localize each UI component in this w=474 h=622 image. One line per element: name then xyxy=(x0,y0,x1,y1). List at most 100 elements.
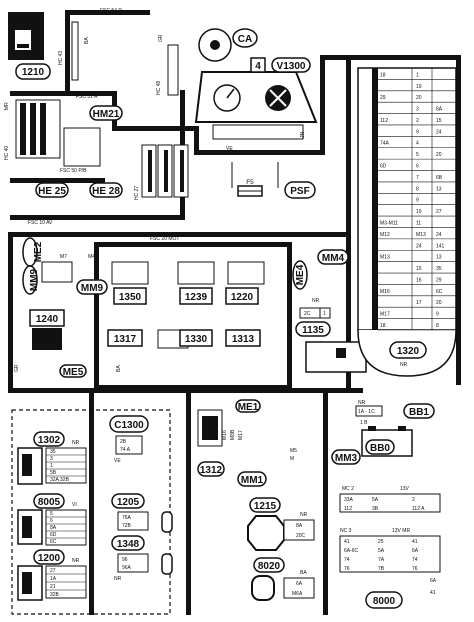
wire-mr-label: MR xyxy=(4,102,10,110)
p8005-pin: 6D xyxy=(50,532,57,538)
nc3-cell: 74 xyxy=(344,557,350,563)
fuse-row-right: 6C xyxy=(436,289,443,295)
fuse-row-right: 24 xyxy=(436,232,442,238)
wire-m4-label: M4 xyxy=(88,254,95,260)
label-1220: 1220 xyxy=(231,292,254,303)
pin-bb1-a: 1A - 1C xyxy=(358,409,375,415)
wire-nr-1348: NR xyxy=(114,576,122,582)
fuse-row-left: 6D xyxy=(380,164,387,170)
pin-1205-b: 72B xyxy=(122,523,132,529)
pin-1348-a: 96 xyxy=(122,557,128,563)
wire-nr-1135: NR xyxy=(312,298,320,304)
wire-m8b-label: M8B xyxy=(230,429,236,440)
wire-m7-label: M7 xyxy=(60,254,67,260)
fuse-row-right: 13 xyxy=(436,186,442,192)
label-he25: HE 25 xyxy=(38,186,66,197)
wire-vi-8005: VI xyxy=(72,502,77,508)
battery-group: NR 1A - 1C 1 B BB1 BB0 MM3 M5 M MM1 xyxy=(237,400,435,487)
harness-fsc50pb: FSC 50 P/B xyxy=(60,168,87,174)
wire-hc43-label: HC 43 xyxy=(58,51,64,65)
label-1348: 1348 xyxy=(117,539,140,550)
fuse-row-mid: 20 xyxy=(416,95,422,101)
nc3-cell: 6A-6C xyxy=(344,548,359,554)
mc2-cell: 3B xyxy=(372,506,379,512)
io-6a: 6A xyxy=(430,578,437,584)
nc3-cell: 25 xyxy=(378,539,384,545)
fuse-row-mid: 19 xyxy=(416,84,422,90)
p8005-pin: 6 xyxy=(50,518,53,524)
label-hm21: HM21 xyxy=(93,109,120,120)
label-me5: ME5 xyxy=(63,367,84,378)
fuse-row-left: M13 xyxy=(380,255,390,261)
c1135-group: 2C 1 NR 1135 xyxy=(295,298,367,373)
nc3-cell: 76 xyxy=(344,566,350,572)
mc2-13v: 13V xyxy=(400,486,410,492)
nc3-label: NC 3 xyxy=(340,528,352,534)
wire-hc40-label: HC 40 xyxy=(4,146,10,160)
mc2-cell: 112 A xyxy=(412,506,425,512)
c1300-group: C1300 2B 74 A VE 1205 76A 72B NR 1348 96… xyxy=(109,415,173,582)
fuse-row-mid: 24 xyxy=(416,243,422,249)
label-8000: 8000 xyxy=(373,596,396,607)
fuse-row-right: 8 xyxy=(436,323,439,329)
wire-nr-1200: NR xyxy=(72,558,80,564)
label-1240: 1240 xyxy=(36,314,59,325)
label-psf: PSF xyxy=(290,186,309,197)
p1302-pin: 35 xyxy=(50,449,56,455)
pin-c1300-a: 2B xyxy=(120,439,127,445)
p1302-pin: 1 xyxy=(50,463,53,469)
fuse-row-mid: 5 xyxy=(416,152,419,158)
label-8005: 8005 xyxy=(38,497,61,508)
nc3-cell: 41 xyxy=(412,539,418,545)
fuse-row-mid: 2 xyxy=(416,118,419,124)
fuse-row-right: 35 xyxy=(436,266,442,272)
fuse-row-mid: 9 xyxy=(416,129,419,135)
mc2-cell: 2 xyxy=(412,497,415,503)
wire-m: M xyxy=(290,456,294,462)
fuse-row-mid: 16 xyxy=(416,277,422,283)
fuse-row-mid: 9 xyxy=(416,198,419,204)
nc3-cell: 6A xyxy=(412,548,419,554)
connector-hc43 xyxy=(71,21,79,81)
wire-ba-8020: BA xyxy=(300,570,307,576)
label-1135: 1135 xyxy=(302,325,324,336)
p1302-pin: 5B xyxy=(50,470,57,476)
nc3-cell: 7A xyxy=(378,557,385,563)
label-bb0: BB0 xyxy=(370,443,390,454)
label-me4: ME4 xyxy=(295,264,306,285)
mc2-cell: 33A xyxy=(344,497,354,503)
fuse-row-right: 24 xyxy=(436,129,442,135)
label-mm3: MM3 xyxy=(335,453,358,464)
label-1320: 1320 xyxy=(397,346,420,357)
p8005-pin: 6C xyxy=(50,539,57,545)
harness-fsc54p: FSC 54 P xyxy=(100,8,122,14)
fuse-row-right: 9 xyxy=(436,312,439,318)
fuse-row-right: 8A xyxy=(436,107,443,113)
label-8020: 8020 xyxy=(258,561,281,572)
pin-8020-b: M6A xyxy=(292,591,303,597)
pin-1135-b: 1 xyxy=(323,311,326,317)
pin-8020-a: 6A xyxy=(296,581,303,587)
fuse-row-right: 27 xyxy=(436,209,442,215)
label-mm1: MM1 xyxy=(241,475,264,486)
wire-m16-label: M16 xyxy=(222,430,228,440)
p1200-pin: 1A xyxy=(50,576,57,582)
label-1239: 1239 xyxy=(185,292,208,303)
fuse-row-mid: 17 xyxy=(416,300,422,306)
fuse-row-mid: 3 xyxy=(416,107,419,113)
fuse-row-left: 29 xyxy=(380,95,386,101)
label-mm4: MM4 xyxy=(322,253,345,264)
label-1312: 1312 xyxy=(200,465,223,476)
label-1205: 1205 xyxy=(117,497,140,508)
p1302-pin: 3 xyxy=(50,456,53,462)
c1215-group: 1215 8A 20C NR 8020 6A M6A BA xyxy=(247,497,315,601)
fuse-row-right: 20 xyxy=(436,300,442,306)
wire-gr-label: GR xyxy=(158,34,164,42)
label-bb1: BB1 xyxy=(409,407,429,418)
io-41: 41 xyxy=(430,590,436,596)
